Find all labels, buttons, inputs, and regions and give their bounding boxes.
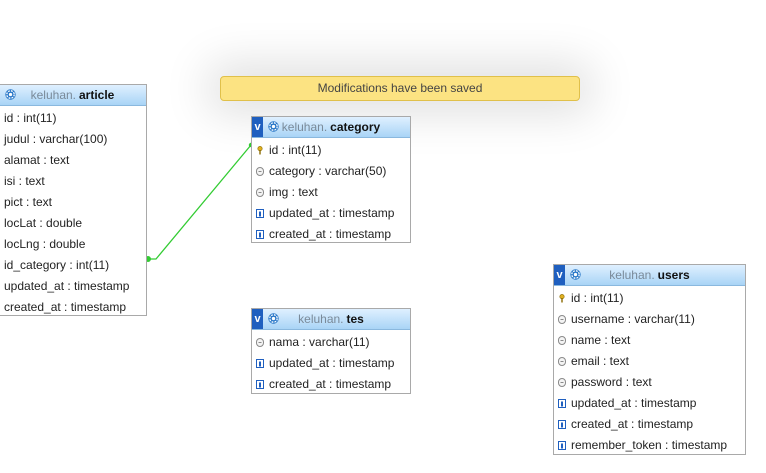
db-name: keluhan.	[281, 120, 328, 134]
primary-key-icon	[559, 294, 565, 303]
column-label: updated_at : timestamp	[4, 279, 130, 293]
column-icon	[558, 336, 566, 345]
column-icon	[256, 167, 264, 176]
table-tes[interactable]: v keluhan.tes nama : varchar(11) updated…	[251, 308, 411, 394]
timestamp-icon	[256, 209, 264, 218]
column-label: locLng : double	[4, 237, 86, 251]
gear-icon[interactable]	[569, 268, 582, 281]
column-label: remember_token : timestamp	[571, 438, 728, 452]
column-label: nama : varchar(11)	[269, 335, 370, 349]
column-row[interactable]: locLng : double	[0, 234, 146, 255]
column-row[interactable]: updated_at : timestamp	[0, 276, 146, 297]
table-name: users	[657, 268, 690, 282]
table-name: tes	[346, 312, 364, 326]
table-tes-header[interactable]: v keluhan.tes	[252, 309, 410, 330]
column-label: updated_at : timestamp	[269, 206, 395, 220]
column-label: id : int(11)	[571, 291, 624, 305]
column-row[interactable]: remember_token : timestamp	[554, 435, 745, 456]
column-label: created_at : timestamp	[4, 300, 127, 314]
column-label: name : text	[571, 333, 631, 347]
column-label: email : text	[571, 354, 630, 368]
timestamp-icon	[558, 420, 566, 429]
column-label: img : text	[269, 185, 318, 199]
column-row[interactable]: created_at : timestamp	[0, 297, 146, 318]
db-name: keluhan.	[609, 268, 655, 282]
table-users-header[interactable]: v keluhan.users	[554, 265, 745, 286]
column-icon	[256, 188, 264, 197]
column-label: created_at : timestamp	[571, 417, 694, 431]
column-icon	[558, 357, 566, 366]
column-row[interactable]: updated_at : timestamp	[554, 393, 745, 414]
column-label: updated_at : timestamp	[269, 356, 395, 370]
column-label: judul : varchar(100)	[4, 132, 108, 146]
column-row[interactable]: pict : text	[0, 192, 146, 213]
column-row[interactable]: isi : text	[0, 171, 146, 192]
column-row[interactable]: updated_at : timestamp	[252, 353, 410, 374]
table-category-header[interactable]: v keluhan.category	[252, 117, 410, 138]
column-row[interactable]: category : varchar(50)	[252, 161, 410, 182]
column-row[interactable]: id : int(11)	[0, 108, 146, 129]
table-article[interactable]: keluhan.article id : int(11) judul : var…	[0, 84, 147, 316]
column-label: updated_at : timestamp	[571, 396, 697, 410]
gear-icon[interactable]	[267, 120, 280, 133]
table-users[interactable]: v keluhan.users id : int(11) username : …	[553, 264, 746, 455]
column-label: category : varchar(50)	[269, 164, 387, 178]
column-row[interactable]: updated_at : timestamp	[252, 203, 410, 224]
column-row[interactable]: id_category : int(11)	[0, 255, 146, 276]
timestamp-icon	[256, 359, 264, 368]
toggle-columns-icon[interactable]: v	[554, 265, 565, 285]
timestamp-icon	[256, 380, 264, 389]
db-name: keluhan.	[298, 312, 344, 326]
db-name: keluhan.	[30, 88, 76, 102]
table-article-header[interactable]: keluhan.article	[0, 85, 146, 106]
column-label: locLat : double	[4, 216, 83, 230]
toggle-columns-icon[interactable]: v	[252, 309, 263, 329]
column-row[interactable]: nama : varchar(11)	[252, 332, 410, 353]
gear-icon[interactable]	[267, 312, 280, 325]
column-icon	[558, 315, 566, 324]
notification-banner: Modifications have been saved	[220, 76, 580, 101]
column-row[interactable]: created_at : timestamp	[554, 414, 745, 435]
table-name: category	[330, 120, 381, 134]
table-category[interactable]: v keluhan.category id : int(11) category…	[251, 116, 411, 243]
column-label: created_at : timestamp	[269, 227, 392, 241]
column-label: id_category : int(11)	[4, 258, 110, 272]
column-icon	[558, 378, 566, 387]
column-row[interactable]: email : text	[554, 351, 745, 372]
column-row[interactable]: name : text	[554, 330, 745, 351]
column-icon	[256, 338, 264, 347]
notification-text: Modifications have been saved	[317, 81, 483, 95]
toggle-columns-icon[interactable]: v	[252, 117, 263, 137]
column-row[interactable]: judul : varchar(100)	[0, 129, 146, 150]
column-row[interactable]: username : varchar(11)	[554, 309, 745, 330]
column-row[interactable]: id : int(11)	[554, 288, 745, 309]
column-row[interactable]: created_at : timestamp	[252, 224, 410, 245]
column-label: password : text	[571, 375, 652, 389]
column-label: id : int(11)	[4, 111, 57, 125]
column-label: pict : text	[4, 195, 53, 209]
column-row[interactable]: img : text	[252, 182, 410, 203]
primary-key-icon	[257, 146, 263, 155]
timestamp-icon	[558, 399, 566, 408]
column-row[interactable]: created_at : timestamp	[252, 374, 410, 395]
column-row[interactable]: password : text	[554, 372, 745, 393]
column-label: created_at : timestamp	[269, 377, 392, 391]
column-row[interactable]: id : int(11)	[252, 140, 410, 161]
column-row[interactable]: alamat : text	[0, 150, 146, 171]
timestamp-icon	[256, 230, 264, 239]
table-name: article	[79, 88, 115, 102]
column-label: username : varchar(11)	[571, 312, 695, 326]
column-label: isi : text	[4, 174, 45, 188]
gear-icon[interactable]	[4, 88, 17, 101]
timestamp-icon	[558, 441, 566, 450]
column-label: alamat : text	[4, 153, 70, 167]
column-row[interactable]: locLat : double	[0, 213, 146, 234]
column-label: id : int(11)	[269, 143, 322, 157]
